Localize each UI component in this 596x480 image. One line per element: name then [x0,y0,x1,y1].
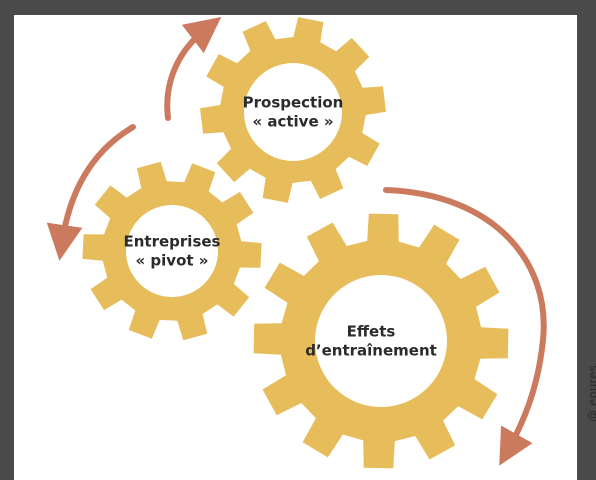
label-entreprises: Entreprises « pivot » [124,232,221,270]
arrow-right [383,187,547,466]
label-entreprises-line-2: « pivot » [135,251,209,269]
hub-entreprises [126,205,218,297]
label-entreprises-line-1: Entreprises [123,232,221,251]
credit-text: @ epures [586,365,596,422]
hub-effets [315,275,447,407]
label-effets: Effets d’entraînement [305,322,437,360]
label-prospection: Prospection « active » [243,93,344,131]
label-effets-line-1: Effets [346,322,396,341]
hub-prospection [244,63,342,161]
arrow-top [164,16,222,121]
label-prospection-line-2: « active » [252,112,334,130]
arrow-left [46,124,136,261]
label-effets-line-2: d’entraînement [305,341,437,359]
label-prospection-line-1: Prospection [242,93,344,112]
